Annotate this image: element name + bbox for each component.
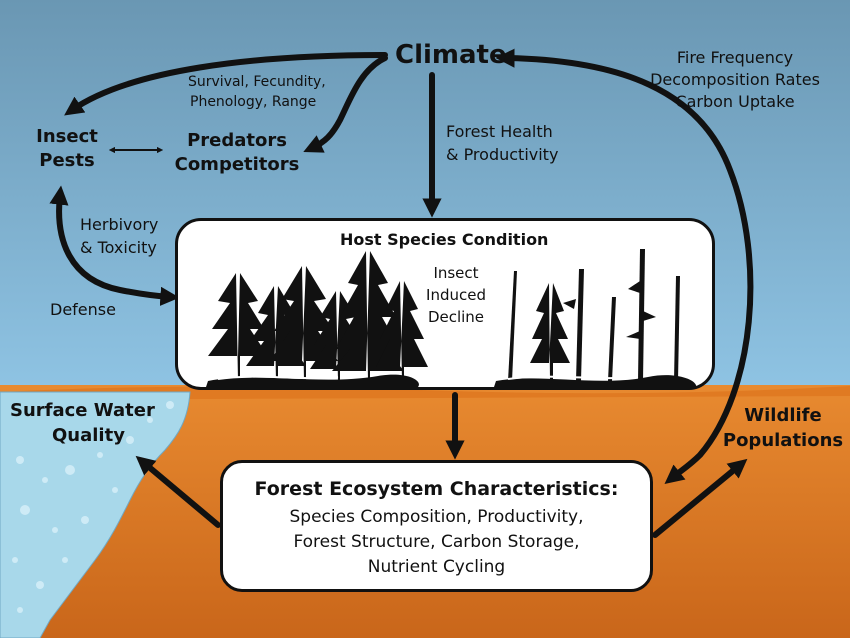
insect-induced-label-line2: Induced: [426, 286, 486, 304]
wildlife-label-line1: Wildlife: [744, 405, 822, 426]
herbivory-label-line2: & Toxicity: [80, 238, 157, 257]
forest-health-label-line2: & Productivity: [446, 145, 559, 164]
carbon-uptake-label: Carbon Uptake: [675, 92, 795, 111]
surface-water-label-line1: Surface Water: [10, 400, 155, 421]
fire-frequency-label: Fire Frequency: [676, 48, 794, 67]
forest-ecosystem-box: [220, 460, 653, 592]
survival-label-line2: Phenology, Range: [190, 94, 317, 110]
host-species-condition-box: [175, 218, 715, 390]
host-species-condition-title: Host Species Condition: [340, 230, 549, 249]
arrow-climate-to-predators: [303, 55, 388, 153]
insect-pests-label-line2: Pests: [39, 150, 95, 171]
forest-health-label-line1: Forest Health: [446, 122, 553, 141]
arrow-ecosystem-to-wildlife: [652, 458, 748, 538]
forest-ecosystem-line2: Forest Structure, Carbon Storage,: [293, 532, 580, 552]
insect-pests-label-line1: Insect: [36, 126, 98, 147]
competitors-label: Competitors: [174, 154, 300, 175]
survival-label-line1: Survival, Fecundity,: [188, 74, 326, 90]
surface-water-region: [0, 391, 191, 638]
wildlife-label-line2: Populations: [722, 430, 844, 451]
forest-illustration: [206, 249, 697, 387]
surface-water-label-line2: Quality: [52, 425, 125, 446]
forest-ecosystem-title: Forest Ecosystem Characteristics:: [254, 478, 619, 500]
arrow-climate-ecosystem-feedback: [495, 48, 754, 484]
arrow-herbivory-defense: [49, 185, 180, 306]
climate-label: Climate: [395, 40, 507, 70]
defense-label: Defense: [50, 300, 116, 319]
herbivory-label-line1: Herbivory: [80, 215, 159, 234]
healthy-tree-stand: [206, 251, 428, 387]
insect-induced-label-line1: Insect: [433, 264, 479, 282]
forest-ecosystem-line3: Nutrient Cycling: [367, 557, 506, 577]
arrow-climate-to-insect-pests: [64, 52, 388, 116]
forest-ecosystem-line1: Species Composition, Productivity,: [289, 507, 584, 527]
declining-tree-stand: [494, 249, 697, 387]
predators-label: Predators: [187, 130, 287, 151]
decomposition-rates-label: Decomposition Rates: [650, 70, 820, 89]
insect-induced-label-line3: Decline: [427, 308, 485, 326]
water-bubbles: [12, 401, 174, 613]
arrow-ecosystem-to-surface-water: [135, 455, 221, 528]
